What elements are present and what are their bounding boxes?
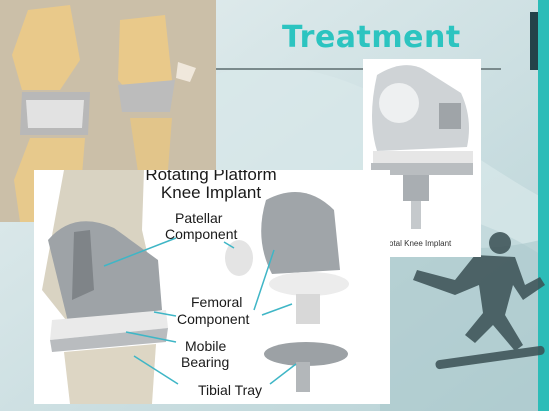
label-femoral-2: Component [177,311,249,327]
knee-implant-diagram: Rotating Platform Knee Implant Patellar … [34,170,390,404]
label-femoral-1: Femoral [191,294,242,310]
diagram-title-line1: Rotating Platform [126,170,296,184]
label-mobile-2: Bearing [181,354,229,370]
label-patellar-1: Patellar [175,210,222,226]
photo-caption: Total Knee Implant [385,239,451,248]
label-patellar-2: Component [165,226,237,242]
diagram-title-line2: Knee Implant [126,184,296,202]
slide-title: Treatment [282,20,461,55]
label-tibial-tray: Tibial Tray [198,382,262,398]
label-mobile-1: Mobile [185,338,226,354]
